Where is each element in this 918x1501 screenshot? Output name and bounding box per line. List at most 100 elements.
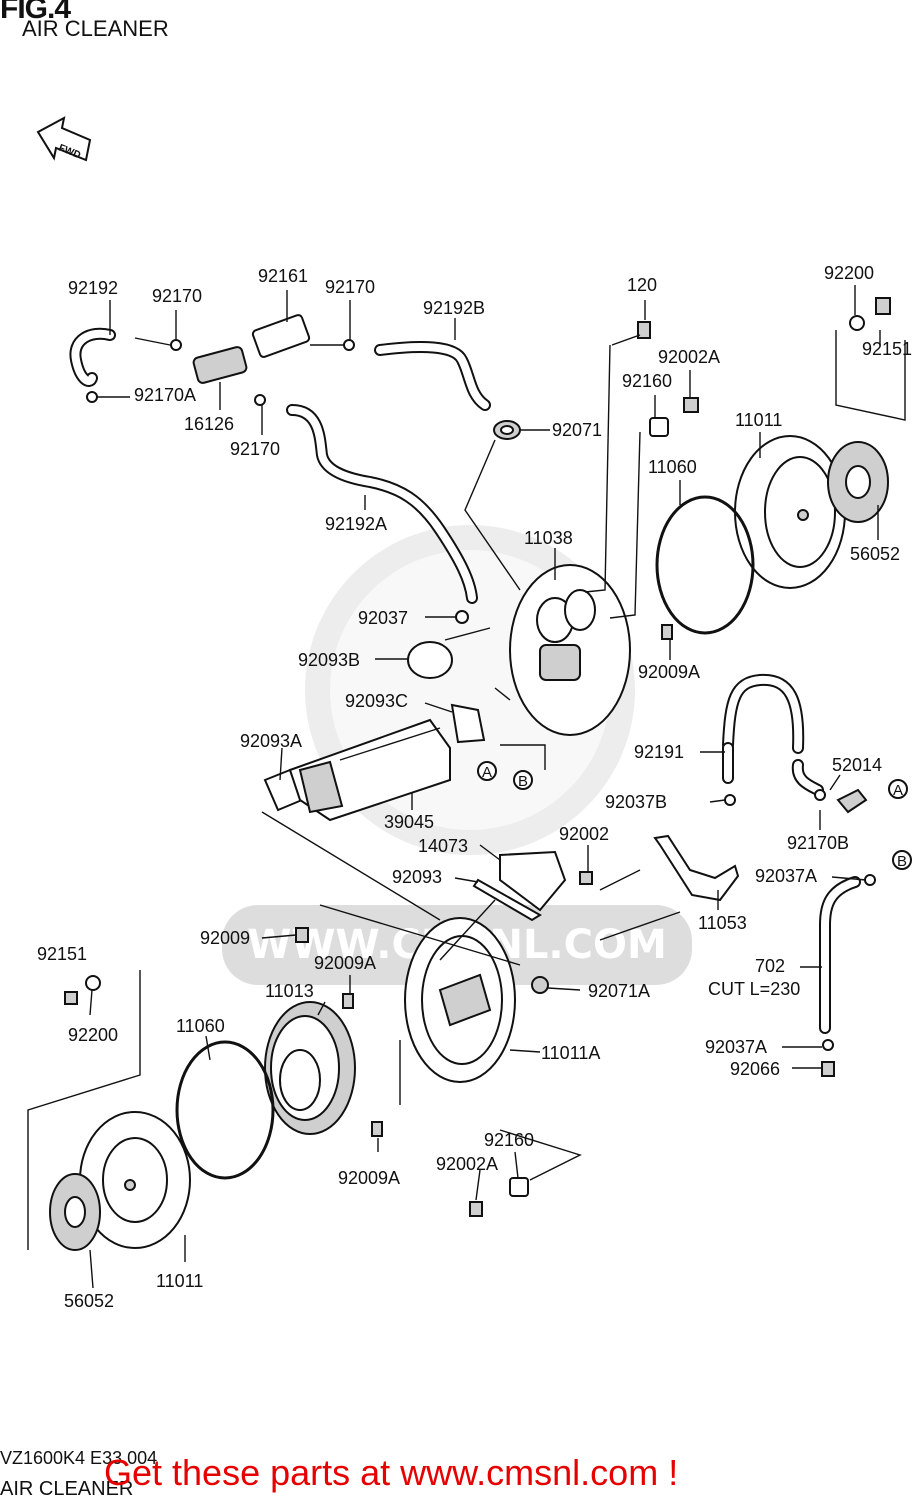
label-92161: 92161 [258, 266, 308, 286]
fwd-arrow-icon: FWD [36, 116, 92, 162]
bolt-92002a-top [683, 397, 699, 413]
part-labels: 92192 92170 92161 92170 92192B 120 92200… [37, 263, 912, 1311]
cover-11011-top [734, 435, 889, 589]
label-92192: 92192 [68, 278, 118, 298]
fitting-52014 [836, 788, 868, 814]
bracket-92161 [251, 314, 311, 358]
clamp-92037b [724, 794, 736, 806]
base-11011a [295, 917, 549, 1137]
drawing-code: VZ1600K4 E33 004 [0, 1448, 158, 1468]
label-92170-1: 92170 [152, 286, 202, 306]
ref-marker-b-2 [892, 850, 912, 870]
bolt-92151-bot [64, 991, 78, 1005]
label-11013: 11013 [265, 981, 314, 1001]
label-92160-bot: 92160 [484, 1130, 534, 1150]
label-92002a-top: 92002A [658, 347, 720, 367]
label-92191: 92191 [634, 742, 684, 762]
label-92170a: 92170A [134, 385, 196, 405]
bolt-92002a-bot [469, 1201, 483, 1217]
gasket-92093b [407, 641, 453, 679]
label-56052-top: 56052 [850, 544, 900, 564]
watermark: WWW.CMSNL.COM [222, 525, 692, 985]
label-92151-bot: 92151 [37, 944, 87, 964]
clamp-92170b [814, 789, 826, 801]
figure-title: AIR CLEANER [22, 16, 169, 41]
label-92170b: 92170B [787, 833, 849, 853]
ref-marker-b-1 [513, 770, 533, 790]
label-92037a-top: 92037A [755, 866, 817, 886]
label-92170-2: 92170 [325, 277, 375, 297]
label-16126: 16126 [184, 414, 234, 434]
bracket-11053 [653, 834, 740, 902]
label-92009: 92009 [200, 928, 250, 948]
ref-marker-b-1-label: B [518, 773, 528, 790]
label-92192a: 92192A [325, 514, 387, 534]
collar-92160-bot [509, 1177, 529, 1197]
label-92037: 92037 [358, 608, 408, 628]
cover-11011-bot [49, 975, 191, 1251]
washer-92200-top [849, 315, 865, 331]
promo-link[interactable]: Get these parts at www.cmsnl.com ! [104, 1452, 679, 1493]
label-92093c: 92093C [345, 691, 408, 711]
label-92170-3: 92170 [230, 439, 280, 459]
ref-marker-a-1-label: A [482, 764, 492, 781]
label-92093: 92093 [392, 867, 442, 887]
label-92151-top: 92151 [862, 339, 912, 359]
ref-marker-a-2 [888, 779, 908, 799]
screw-120 [637, 321, 651, 339]
label-56052-bot: 56052 [64, 1291, 114, 1311]
top-fasteners [637, 297, 891, 437]
gasket-92093c [450, 703, 486, 744]
label-11060-top: 11060 [648, 457, 697, 477]
bolt-92009a-mid [342, 993, 354, 1009]
label-92037a-bot: 92037A [705, 1037, 767, 1057]
bolt-92009a-right [661, 624, 673, 640]
label-92066: 92066 [730, 1059, 780, 1079]
clamp-92037a-bot [822, 1039, 834, 1051]
label-14073: 14073 [418, 836, 468, 856]
valve-16126 [192, 346, 248, 384]
ref-marker-a-2-label: A [893, 782, 903, 799]
duct-14073 [472, 850, 593, 922]
label-92200-bot: 92200 [68, 1025, 118, 1045]
bolt-92009a-bot [371, 1121, 383, 1137]
valve-group [86, 314, 521, 440]
gasket-92093 [472, 878, 542, 922]
label-120: 120 [627, 275, 657, 295]
label-92093b: 92093B [298, 650, 360, 670]
bolt-92002 [579, 871, 593, 885]
label-92037b: 92037B [605, 792, 667, 812]
plug-92066 [821, 1061, 835, 1077]
oring-11060-bot [175, 1040, 275, 1180]
clamp-92037 [455, 610, 469, 624]
label-11011-bot: 11011 [156, 1271, 203, 1291]
bolt-92009 [295, 927, 309, 943]
clamp-92170-a [170, 339, 182, 351]
label-92009a-bot: 92009A [338, 1168, 400, 1188]
duct-39045 [288, 718, 451, 822]
label-92200-top: 92200 [824, 263, 874, 283]
label-92093a: 92093A [240, 731, 302, 751]
ref-marker-b-2-label: B [897, 853, 907, 870]
label-92071: 92071 [552, 420, 602, 440]
label-39045: 39045 [384, 812, 434, 832]
footer-subtitle: AIR CLEANER [0, 1478, 134, 1500]
label-92009a-mid: 92009A [314, 953, 376, 973]
label-702: 702 [755, 956, 785, 976]
backing-plate-11038 [509, 564, 673, 736]
label-92071a: 92071A [588, 981, 650, 1001]
label-11038: 11038 [524, 528, 573, 548]
clamp-92170-c [254, 394, 266, 406]
label-52014: 52014 [832, 755, 882, 775]
oring-11060-top [655, 495, 755, 635]
bolt-92151-top [875, 297, 891, 315]
hoses [69, 327, 861, 1034]
ref-markers: A B A B [477, 761, 912, 870]
label-cut-length: CUT L=230 [708, 979, 800, 999]
filter-11013 [264, 1001, 356, 1135]
label-92002a-bot: 92002A [436, 1154, 498, 1174]
ref-marker-a-1 [477, 761, 497, 781]
leader-lines [27, 285, 906, 1289]
